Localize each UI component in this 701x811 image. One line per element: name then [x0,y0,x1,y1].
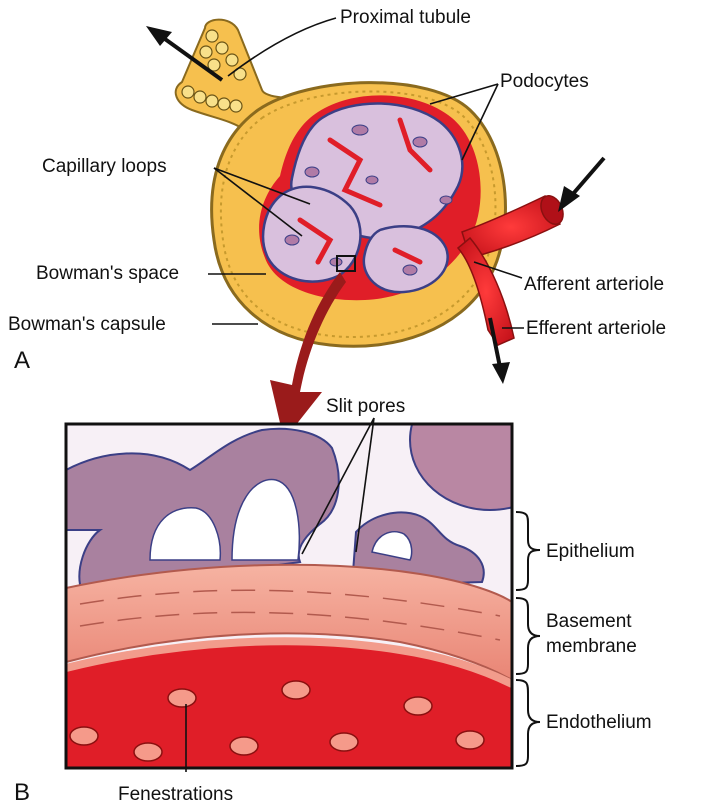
label-fenestrations: Fenestrations [118,784,233,805]
label-epithelium: Epithelium [546,541,635,562]
label-podocytes: Podocytes [500,71,589,92]
label-membrane: membrane [546,636,637,657]
label-capillary-loops: Capillary loops [42,156,167,177]
label-proximal-tubule: Proximal tubule [340,7,471,28]
label-endothelium: Endothelium [546,712,652,733]
label-efferent-arteriole: Efferent arteriole [526,318,666,339]
panel-label-a: A [14,347,30,374]
panel-label-b: B [14,779,30,806]
layer-braces [516,512,540,766]
label-bowmans-space: Bowman's space [36,263,179,284]
filtration-barrier-detail [66,370,570,768]
label-afferent-arteriole: Afferent arteriole [524,274,664,295]
label-slit-pores: Slit pores [326,396,405,417]
label-basement: Basement [546,611,632,632]
label-bowmans-capsule: Bowman's capsule [8,314,166,335]
